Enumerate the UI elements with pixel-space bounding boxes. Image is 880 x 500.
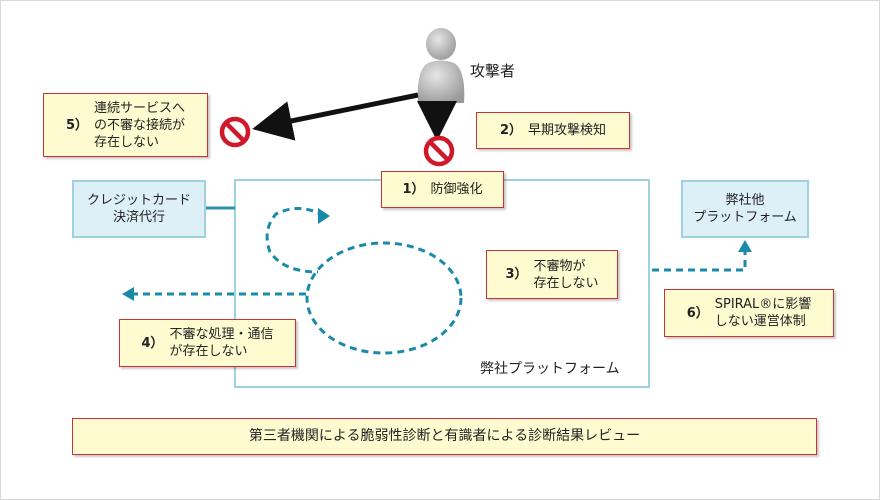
prohibited-icon-center	[423, 135, 455, 167]
attacker-label: 攻撃者	[470, 62, 516, 80]
flow-to-other-platform-arrowhead	[738, 240, 752, 252]
other-platform-box: 弊社他 プラットフォーム	[681, 180, 809, 238]
note-number: 2）	[499, 123, 523, 138]
note-text: 不審物が 存在しない	[533, 258, 599, 291]
note-number: 4）	[141, 335, 164, 351]
note-text: SPIRAL®に影響 しない運営体制	[714, 297, 812, 329]
note-linked-services: 5） 連続サービスへ の不審な接続が 存在しない	[43, 93, 208, 157]
note-no-harmful-processing: 4） 不審な処理・通信 が存在しない	[119, 319, 296, 367]
attack-arrow-to-linked-services	[252, 92, 419, 141]
note-no-harmful-objects: 3） 不審物が 存在しない	[486, 250, 618, 299]
platform-label: 弊社プラットフォーム	[480, 361, 620, 377]
note-text: 不審な処理・通信 が存在しない	[169, 327, 274, 359]
review-banner: 第三者機関による脆弱性診断と有識者による診断結果レビュー	[72, 418, 817, 455]
flow-to-other-platform	[652, 252, 747, 272]
inner-loop-arrowhead	[318, 208, 330, 224]
note-text: 防御強化	[430, 182, 483, 197]
note-text: 早期攻撃検知	[528, 123, 607, 138]
note-defense: 1） 防御強化	[381, 171, 504, 208]
note-number: 5）	[65, 117, 89, 133]
note-number: 3）	[505, 267, 528, 282]
note-early-detection: 2） 早期攻撃検知	[476, 112, 630, 149]
inner-loop-large	[305, 241, 463, 355]
inner-loop-small	[265, 207, 325, 274]
credit-card-processor-box: クレジットカード 決済代行	[72, 180, 206, 238]
note-number: 1）	[402, 182, 425, 197]
note-spiral-operations: 6） SPIRAL®に影響 しない運営体制	[664, 289, 834, 337]
outbound-flow-arrowhead	[122, 287, 134, 301]
note-number: 6）	[686, 305, 709, 321]
prohibited-icon-left	[219, 116, 251, 148]
note-text: 連続サービスへ の不審な接続が 存在しない	[94, 100, 186, 150]
attacker-icon	[417, 28, 465, 103]
